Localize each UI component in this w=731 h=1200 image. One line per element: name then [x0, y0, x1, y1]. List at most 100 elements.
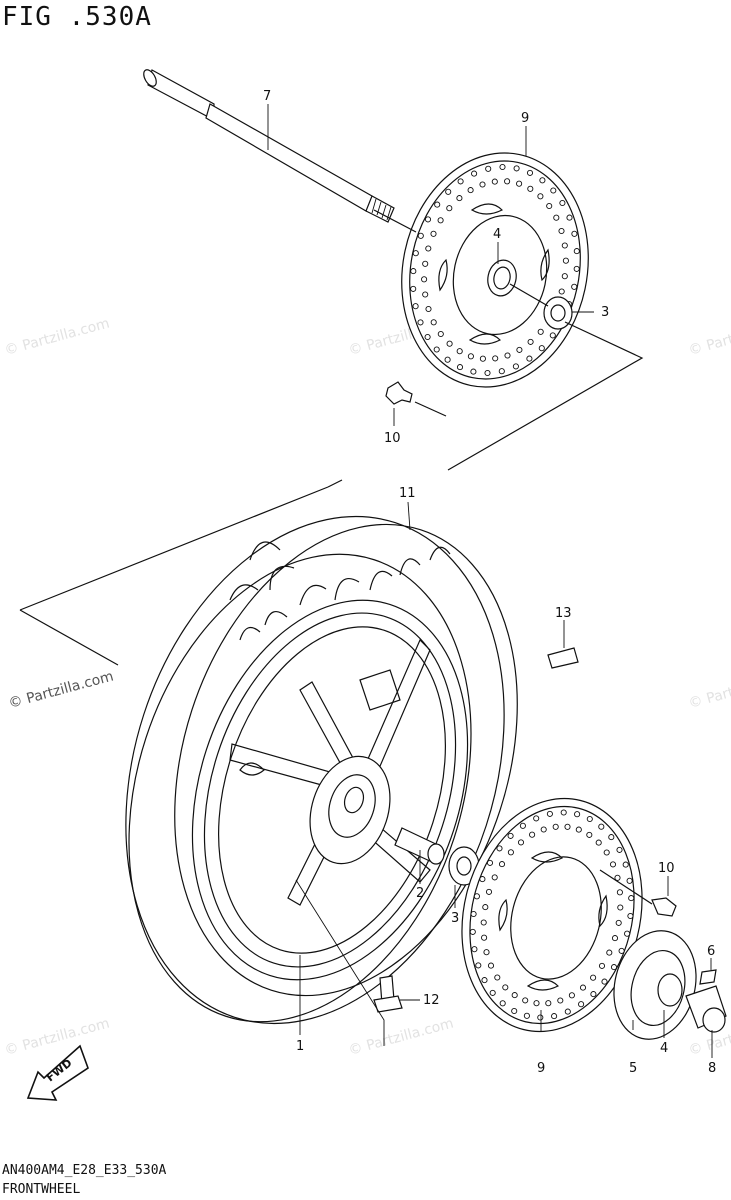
vent-hole	[516, 180, 523, 187]
spacer-part-2	[394, 827, 445, 865]
vent-hole	[470, 910, 477, 918]
leader-lines	[267, 104, 713, 1058]
vent-hole	[424, 333, 431, 341]
vent-hole	[485, 165, 492, 172]
vent-hole	[564, 823, 571, 830]
vent-hole	[410, 268, 417, 275]
vent-hole	[527, 338, 534, 345]
vent-hole	[433, 346, 440, 353]
vent-hole	[487, 962, 495, 969]
vent-hole	[483, 949, 490, 956]
vent-hole	[512, 363, 519, 370]
vent-hole	[590, 974, 597, 981]
vent-hole	[522, 997, 529, 1004]
vent-hole	[527, 185, 534, 192]
callout-11[interactable]: 11	[399, 486, 416, 501]
vent-hole	[614, 874, 621, 881]
vent-hole	[507, 849, 514, 856]
vent-hole	[598, 962, 606, 969]
callout-6[interactable]: 6	[707, 944, 715, 959]
vent-hole	[610, 964, 618, 971]
callout-10-lower[interactable]: 10	[658, 861, 675, 876]
assembly-lines-upper	[19, 209, 644, 666]
vent-hole	[628, 895, 635, 902]
vent-hole	[574, 811, 581, 818]
vent-hole	[562, 257, 569, 264]
vent-hole	[511, 992, 518, 999]
vent-hole	[469, 928, 476, 935]
hub	[309, 755, 391, 865]
vent-hole	[568, 992, 575, 999]
vent-hole	[566, 214, 573, 221]
vent-hole	[538, 345, 545, 352]
vent-hole	[437, 217, 444, 224]
vent-hole	[425, 305, 432, 313]
vent-hole	[595, 839, 602, 846]
vent-hole	[618, 947, 625, 954]
vent-hole	[412, 303, 419, 310]
vent-hole	[609, 861, 617, 868]
vent-hole	[496, 845, 503, 852]
vent-hole	[473, 893, 480, 900]
watermark-3: © Partzilla.com	[7, 668, 116, 711]
vent-hole	[549, 332, 556, 339]
vent-hole	[533, 1000, 540, 1007]
callout-7[interactable]: 7	[263, 89, 271, 104]
vent-hole	[561, 242, 568, 249]
vent-hole	[608, 834, 615, 841]
bolt-part-10-upper	[385, 381, 413, 405]
vent-hole	[539, 177, 546, 184]
axle-part-7	[143, 69, 395, 223]
vent-hole	[499, 1000, 506, 1007]
vent-hole	[564, 1008, 571, 1015]
vent-hole	[484, 369, 491, 377]
vent-hole	[571, 230, 578, 237]
vent-hole	[412, 250, 419, 257]
vent-hole	[482, 904, 489, 911]
watermark-1: © Partzilla.com	[3, 315, 112, 358]
vent-hole	[456, 348, 463, 355]
vent-hole	[467, 187, 474, 194]
callouts: 7 9 4 3 10 11 13 2 3 10 6 12 1 9 5 4 8	[263, 89, 716, 1076]
callout-1[interactable]: 1	[296, 1039, 304, 1054]
callout-4-lower[interactable]: 4	[660, 1041, 668, 1056]
model-code: AN400AM4_E28_E33_530A	[2, 1163, 167, 1178]
vent-hole	[424, 216, 432, 223]
vent-hole	[617, 904, 624, 911]
vent-hole	[499, 163, 506, 171]
callout-5[interactable]: 5	[629, 1061, 637, 1076]
callout-9-upper[interactable]: 9	[521, 111, 529, 126]
vent-hole	[485, 888, 493, 895]
vent-hole	[422, 291, 429, 298]
vent-hole	[533, 815, 540, 822]
vent-hole	[479, 876, 486, 883]
vent-hole	[550, 187, 557, 194]
callout-9-lower[interactable]: 9	[537, 1061, 545, 1076]
callout-4-upper[interactable]: 4	[493, 227, 501, 242]
callout-8[interactable]: 8	[708, 1061, 716, 1076]
vent-hole	[579, 984, 587, 991]
vent-hole	[498, 861, 506, 868]
vent-hole	[479, 355, 486, 362]
sensor-rotor-part-5	[613, 930, 697, 1040]
callout-13[interactable]: 13	[555, 606, 572, 621]
vent-hole	[537, 193, 544, 200]
vent-hole	[437, 330, 444, 338]
vent-hole	[590, 991, 597, 998]
vent-hole	[456, 195, 463, 202]
vent-hole	[421, 276, 428, 283]
vent-hole	[502, 984, 509, 991]
vent-hole	[417, 232, 424, 239]
figure-title: FIG .530A	[2, 2, 152, 32]
vent-hole	[598, 823, 605, 830]
vent-hole	[558, 227, 565, 235]
callout-2[interactable]: 2	[416, 886, 424, 901]
vent-hole	[513, 165, 520, 172]
vent-hole	[444, 356, 451, 363]
callout-12[interactable]: 12	[423, 993, 440, 1008]
callout-10-upper[interactable]: 10	[384, 431, 401, 446]
vent-hole	[578, 1001, 585, 1008]
vent-hole	[475, 962, 482, 969]
callout-3-lower[interactable]: 3	[451, 911, 459, 926]
callout-3-upper[interactable]: 3	[601, 305, 609, 320]
